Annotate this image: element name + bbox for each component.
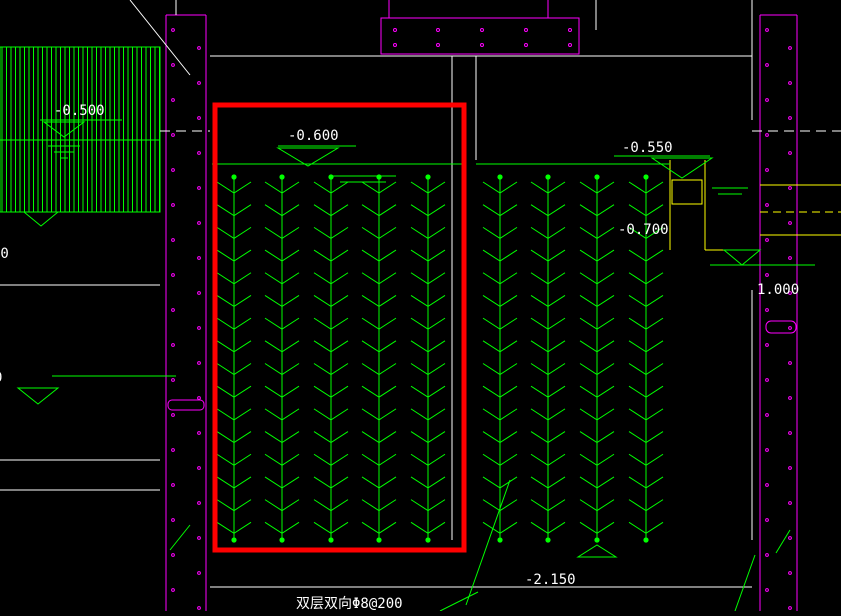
label-elev-left: -0.500 (54, 103, 105, 119)
label-elev-right: -0.550 (622, 140, 673, 156)
elevation-markers (16, 119, 815, 558)
water-lines (669, 160, 841, 251)
right-wall (759, 14, 798, 611)
rebar-grid (216, 174, 664, 543)
top-beam (380, 0, 580, 55)
label-elev-right2: -0.700 (618, 222, 669, 238)
left-wall (165, 14, 207, 611)
bottom-lines (169, 479, 791, 612)
beam-dots (393, 28, 572, 47)
left-hatch-area (0, 46, 161, 213)
label-edge-left-2: 0 (0, 370, 2, 386)
left-wall-dots (171, 28, 201, 610)
left-clip (167, 399, 205, 411)
structure-lines (0, 0, 753, 588)
right-wall-dots (765, 28, 792, 610)
highlight-box[interactable] (212, 102, 467, 553)
label-elev-bottom: -2.150 (525, 572, 576, 588)
label-elev-far-right: 1.000 (757, 282, 799, 298)
label-edge-left-1: 00 (0, 246, 9, 262)
label-elev-box: -0.600 (288, 128, 339, 144)
label-rebar-note: 双层双向Φ8@200 (296, 596, 403, 611)
